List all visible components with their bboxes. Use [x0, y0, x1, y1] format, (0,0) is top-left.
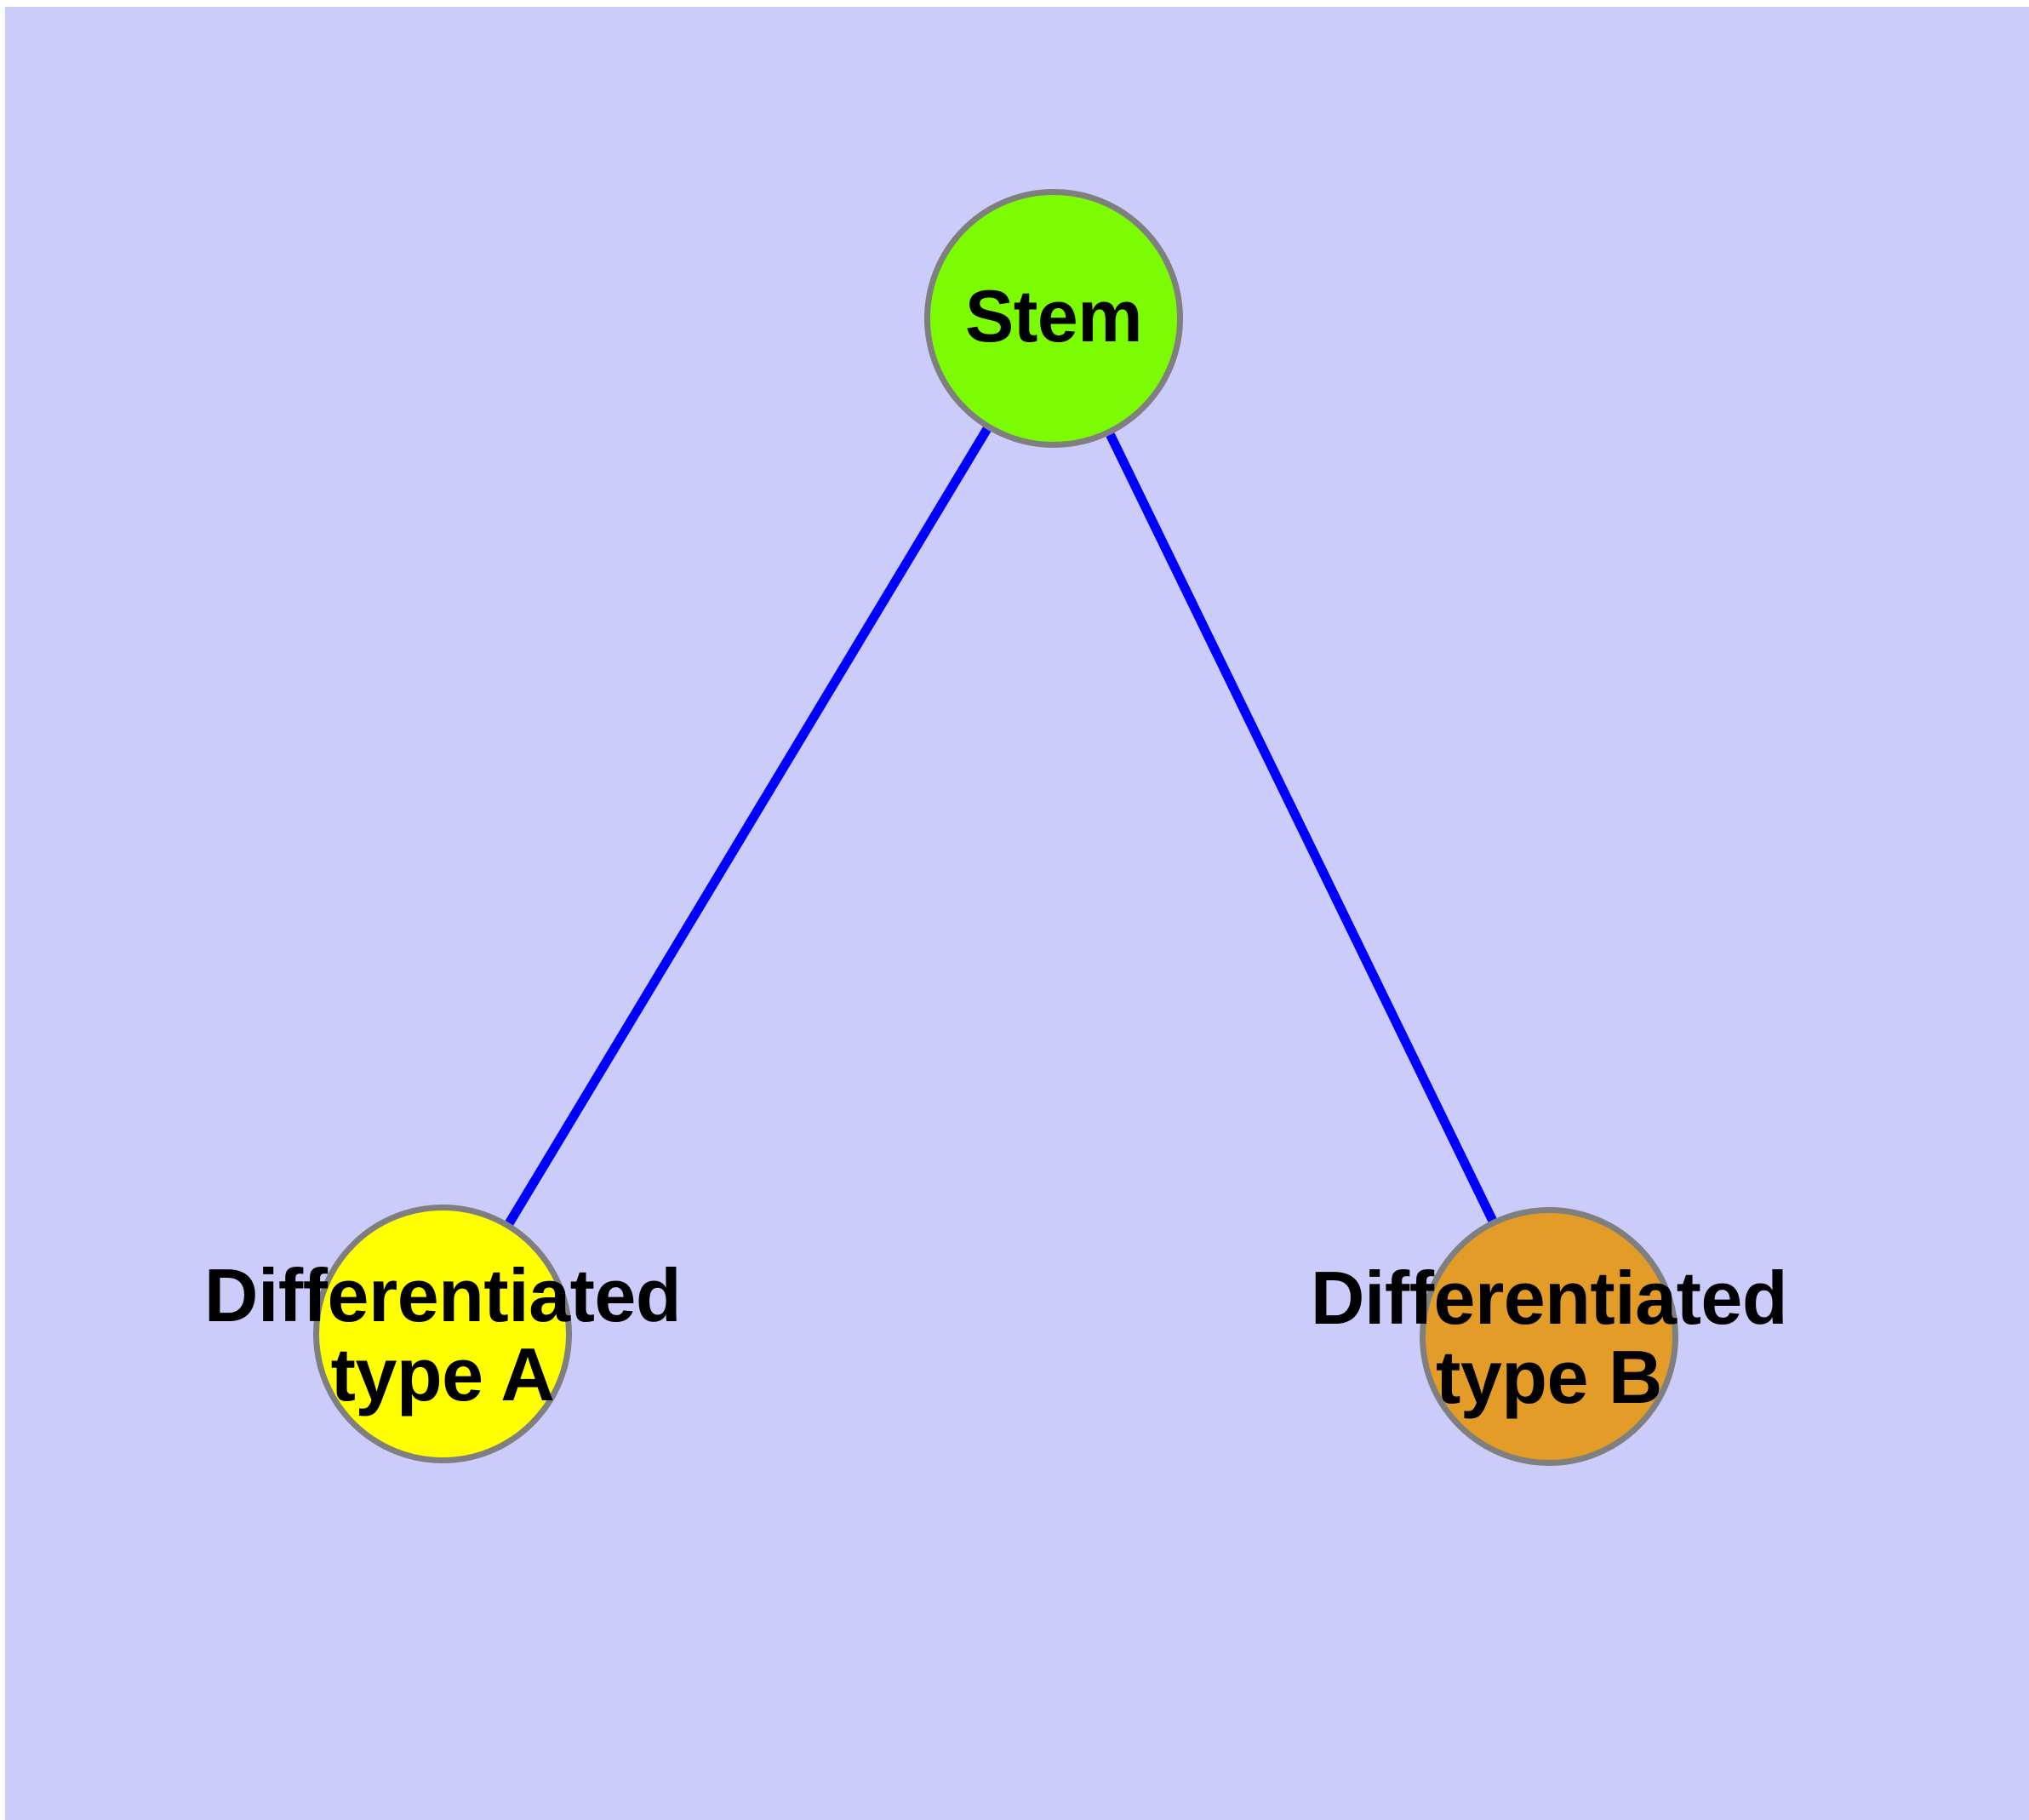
node-label-differentiated-type-a-line-1: Differentiated	[203, 1253, 682, 1337]
edge-stem-to-differentiated-type-b	[1106, 432, 1497, 1222]
node-stem[interactable]	[924, 189, 1183, 448]
node-label-differentiated-type-b-line-1: Differentiated	[1310, 1256, 1788, 1340]
node-differentiated-type-b[interactable]	[1420, 1207, 1678, 1466]
node-label-differentiated-type-a-line-2: type A	[330, 1332, 555, 1417]
edge-stem-to-differentiated-type-a	[505, 426, 992, 1226]
node-label-stem: Stem	[798, 278, 1309, 356]
node-label-differentiated-type-b-line-2: type B	[1436, 1335, 1662, 1420]
node-differentiated-type-a[interactable]	[313, 1205, 572, 1463]
node-label-differentiated-type-a: Differentiated type A	[102, 1256, 783, 1415]
node-label-stem-line-1: Stem	[964, 276, 1143, 358]
node-label-differentiated-type-b: Differentiated type B	[1209, 1258, 1889, 1417]
